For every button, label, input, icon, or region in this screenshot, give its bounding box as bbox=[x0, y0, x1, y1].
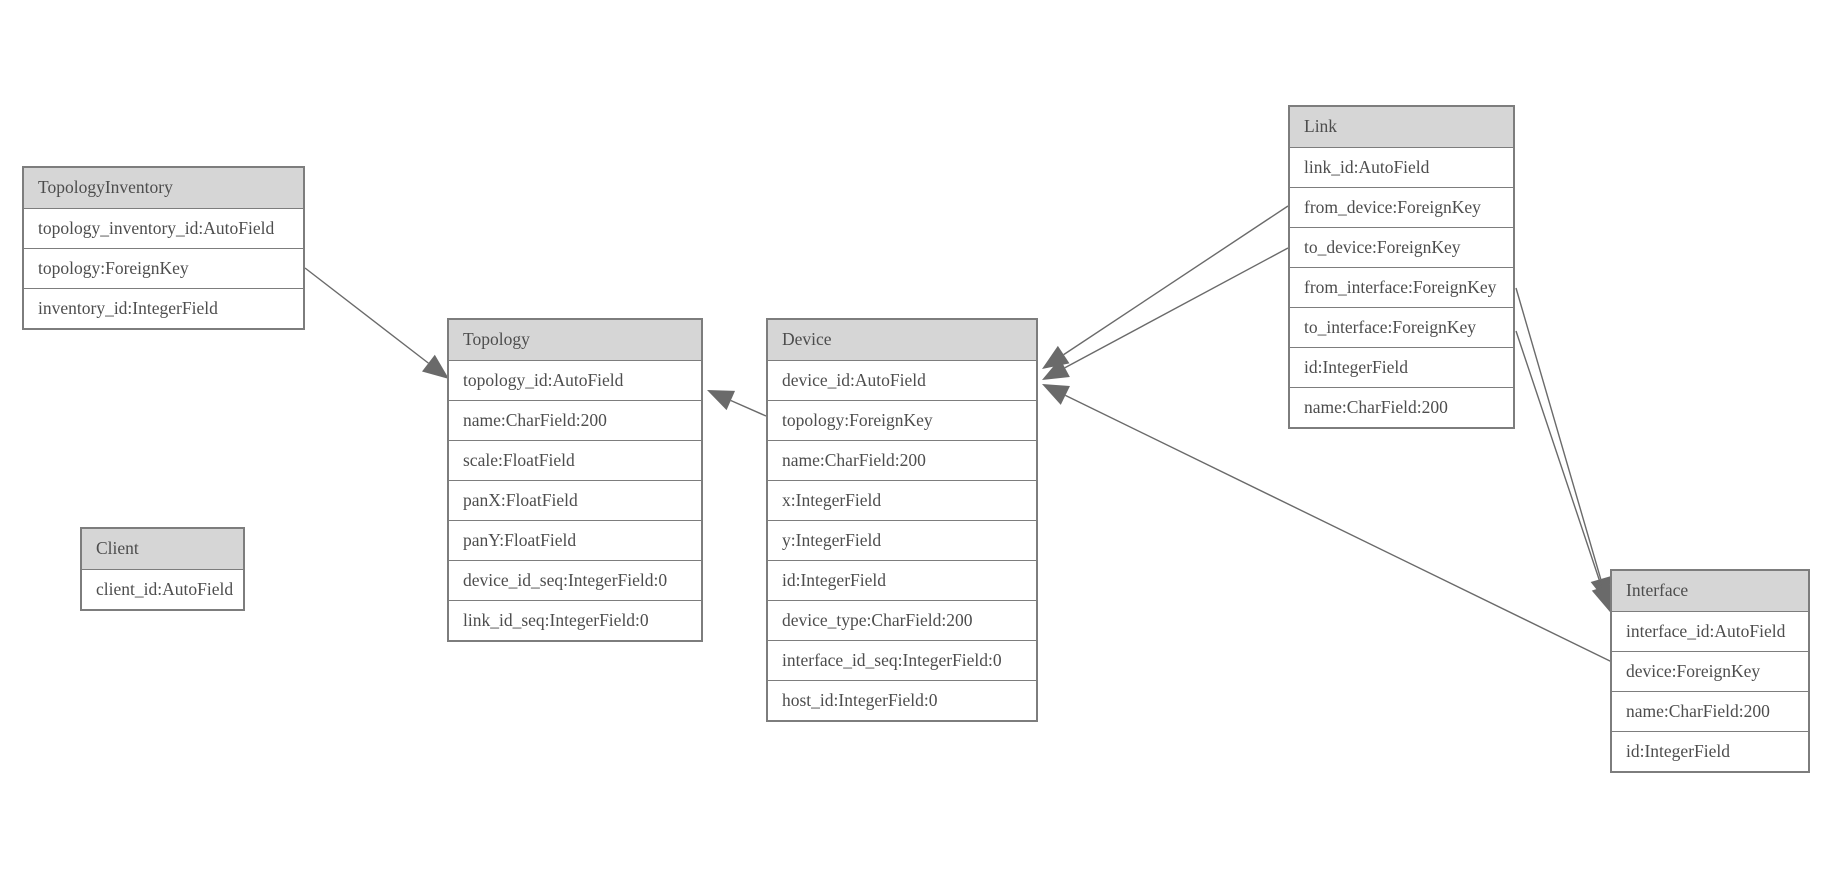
connector-topologyinventory-topology-to-topology bbox=[304, 267, 429, 364]
connector-interface-device-to-device bbox=[1065, 394, 1613, 663]
entity-field: topology:ForeignKey bbox=[768, 400, 1036, 440]
entity-field: panX:FloatField bbox=[449, 480, 701, 520]
entity-field: y:IntegerField bbox=[768, 520, 1036, 560]
entity-field: name:CharField:200 bbox=[1612, 691, 1808, 731]
entity-field: from_interface:ForeignKey bbox=[1290, 267, 1513, 307]
entity-field: topology:ForeignKey bbox=[24, 248, 303, 288]
arrowhead-icon bbox=[1590, 576, 1611, 604]
entity-field: device:ForeignKey bbox=[1612, 651, 1808, 691]
arrowhead-icon bbox=[1042, 384, 1070, 405]
entity-field: topology_id:AutoField bbox=[449, 360, 701, 400]
entity-field: name:CharField:200 bbox=[1290, 387, 1513, 427]
entity-field: id:IntegerField bbox=[1290, 347, 1513, 387]
entity-field: link_id:AutoField bbox=[1290, 147, 1513, 187]
entity-title: Interface bbox=[1612, 571, 1808, 611]
entity-field: x:IntegerField bbox=[768, 480, 1036, 520]
entity-title: Device bbox=[768, 320, 1036, 360]
entity-field: name:CharField:200 bbox=[768, 440, 1036, 480]
entity-field: to_device:ForeignKey bbox=[1290, 227, 1513, 267]
entity-field: topology_inventory_id:AutoField bbox=[24, 208, 303, 248]
arrowhead-icon bbox=[707, 390, 736, 411]
connector-link-to_device-to-device bbox=[1064, 247, 1289, 369]
connector-link-to_interface-to-interface bbox=[1515, 330, 1603, 588]
connector-link-from_interface-to-interface bbox=[1515, 287, 1602, 580]
entity-field: from_device:ForeignKey bbox=[1290, 187, 1513, 227]
entity-field: link_id_seq:IntegerField:0 bbox=[449, 600, 701, 640]
entity-field: name:CharField:200 bbox=[449, 400, 701, 440]
entity-field: device_type:CharField:200 bbox=[768, 600, 1036, 640]
entity-title: Topology bbox=[449, 320, 701, 360]
entity-field: device_id:AutoField bbox=[768, 360, 1036, 400]
entity-field: device_id_seq:IntegerField:0 bbox=[449, 560, 701, 600]
entity-field: interface_id:AutoField bbox=[1612, 611, 1808, 651]
entity-field: host_id:IntegerField:0 bbox=[768, 680, 1036, 720]
entity-title: TopologyInventory bbox=[24, 168, 303, 208]
arrowhead-icon bbox=[1042, 345, 1070, 369]
entity-field: id:IntegerField bbox=[768, 560, 1036, 600]
connector-link-from_device-to-device bbox=[1063, 205, 1289, 356]
arrowhead-icon bbox=[1591, 584, 1612, 612]
arrowhead-icon bbox=[421, 354, 449, 379]
entity-field: panY:FloatField bbox=[449, 520, 701, 560]
arrowhead-icon bbox=[1042, 358, 1070, 380]
entity-title: Client bbox=[82, 529, 243, 569]
entity-field: interface_id_seq:IntegerField:0 bbox=[768, 640, 1036, 680]
entity-field: scale:FloatField bbox=[449, 440, 701, 480]
entity-field: to_interface:ForeignKey bbox=[1290, 307, 1513, 347]
entity-field: client_id:AutoField bbox=[82, 569, 243, 609]
entity-field: id:IntegerField bbox=[1612, 731, 1808, 771]
entity-field: inventory_id:IntegerField bbox=[24, 288, 303, 328]
entity-title: Link bbox=[1290, 107, 1513, 147]
connector-device-topology-to-topology bbox=[730, 399, 767, 417]
